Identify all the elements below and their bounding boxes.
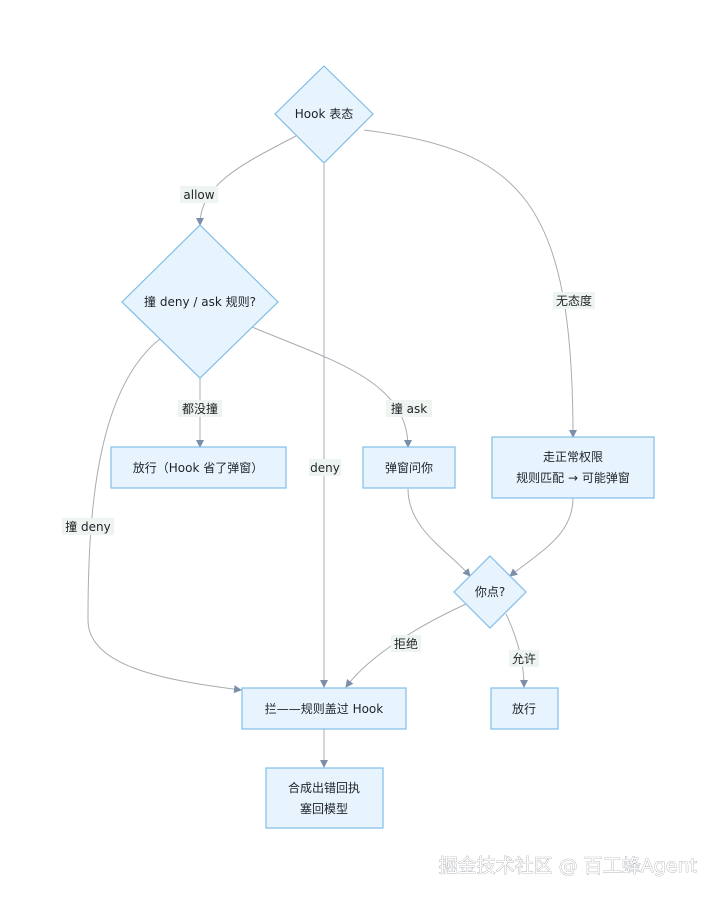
svg-text:无态度: 无态度: [556, 293, 592, 308]
svg-text:走正常权限: 走正常权限: [543, 450, 603, 464]
svg-text:规则匹配 → 可能弹窗: 规则匹配 → 可能弹窗: [516, 470, 630, 485]
edge-click-permit: [505, 613, 528, 688]
edge-hook-allow: [196, 135, 297, 226]
svg-text:拦——规则盖过 Hook: 拦——规则盖过 Hook: [265, 701, 384, 716]
svg-text:允许: 允许: [512, 651, 536, 666]
edge-label-none-hit: 都没撞: [178, 400, 222, 417]
svg-text:放行（Hook 省了弹窗）: 放行（Hook 省了弹窗）: [133, 460, 263, 475]
svg-text:撞 ask: 撞 ask: [391, 401, 427, 416]
edge-normal-click: [509, 497, 574, 577]
svg-text:都没撞: 都没撞: [182, 401, 218, 416]
node-popup-ask: 弹窗问你: [362, 446, 456, 489]
edge-rule-ask: [251, 326, 412, 448]
node-error-receipt: 合成出错回执 塞回模型: [265, 767, 384, 829]
edge-label-no-stance: 无态度: [553, 292, 595, 309]
node-you-click: 你点?: [453, 555, 527, 629]
svg-text:Hook 表态: Hook 表态: [295, 107, 353, 121]
edge-rule-deny: [87, 338, 242, 694]
edge-label-allow: allow: [180, 186, 218, 203]
node-block: 拦——规则盖过 Hook: [241, 687, 407, 730]
edge-label-reject: 拒绝: [391, 635, 421, 652]
node-normal-permission: 走正常权限 规则匹配 → 可能弹窗: [491, 436, 655, 499]
edge-label-permit: 允许: [509, 650, 539, 667]
svg-text:弹窗问你: 弹窗问你: [385, 461, 433, 475]
edge-label-hit-ask: 撞 ask: [386, 400, 432, 417]
node-allow-no-popup: 放行（Hook 省了弹窗）: [110, 446, 287, 489]
svg-text:合成出错回执: 合成出错回执: [288, 780, 360, 795]
svg-text:塞回模型: 塞回模型: [300, 801, 348, 816]
svg-text:放行: 放行: [512, 701, 536, 716]
edge-popup-click: [407, 488, 471, 577]
svg-text:拒绝: 拒绝: [394, 636, 418, 651]
edge-label-deny: deny: [309, 459, 341, 476]
svg-text:deny: deny: [310, 461, 340, 475]
svg-text:撞 deny / ask 规则?: 撞 deny / ask 规则?: [144, 294, 256, 309]
edge-hook-no-stance: [363, 129, 577, 438]
svg-text:allow: allow: [183, 188, 214, 202]
node-allow: 放行: [490, 687, 559, 730]
svg-text:撞 deny: 撞 deny: [65, 519, 111, 534]
node-hook-state: Hook 表态: [274, 65, 374, 164]
svg-text:你点?: 你点?: [475, 585, 505, 599]
edge-label-hit-deny: 撞 deny: [62, 518, 114, 535]
watermark: 掘金技术社区 @ 百工蜂Agent: [439, 855, 697, 877]
node-rule-check: 撞 deny / ask 规则?: [121, 224, 279, 379]
